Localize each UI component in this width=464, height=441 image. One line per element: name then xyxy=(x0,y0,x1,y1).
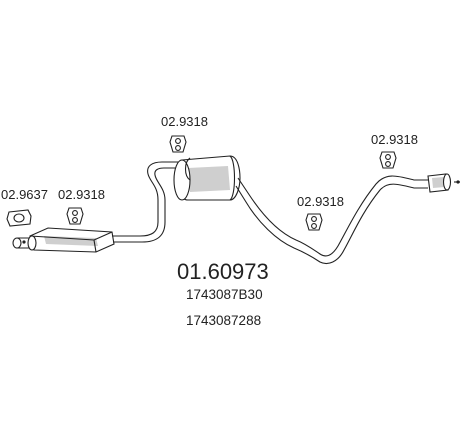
front-muffler xyxy=(22,227,115,253)
tail-pipe-end xyxy=(427,173,460,193)
label-hanger-rear: 02.9318 xyxy=(371,132,418,147)
label-hanger-left: 02.9318 xyxy=(58,187,105,202)
label-gasket-left: 02.9637 xyxy=(1,187,48,202)
rear-pipe xyxy=(235,175,428,265)
oem-number-1: 1743087B30 xyxy=(186,287,263,302)
rubber-hanger-rear-mid xyxy=(305,213,323,231)
gasket-ring-part xyxy=(6,209,32,227)
main-part-number: 01.60973 xyxy=(177,259,269,284)
label-hanger-mid: 02.9318 xyxy=(161,114,208,129)
label-hanger-rear-mid: 02.9318 xyxy=(297,194,344,209)
intermediate-pipe xyxy=(112,161,178,243)
middle-muffler xyxy=(173,155,241,201)
rubber-hanger-rear xyxy=(379,151,397,169)
front-pipe-inlet xyxy=(12,237,30,249)
rubber-hanger-mid xyxy=(169,135,187,153)
rubber-hanger-left xyxy=(66,207,84,225)
oem-number-2: 1743087288 xyxy=(186,313,261,328)
